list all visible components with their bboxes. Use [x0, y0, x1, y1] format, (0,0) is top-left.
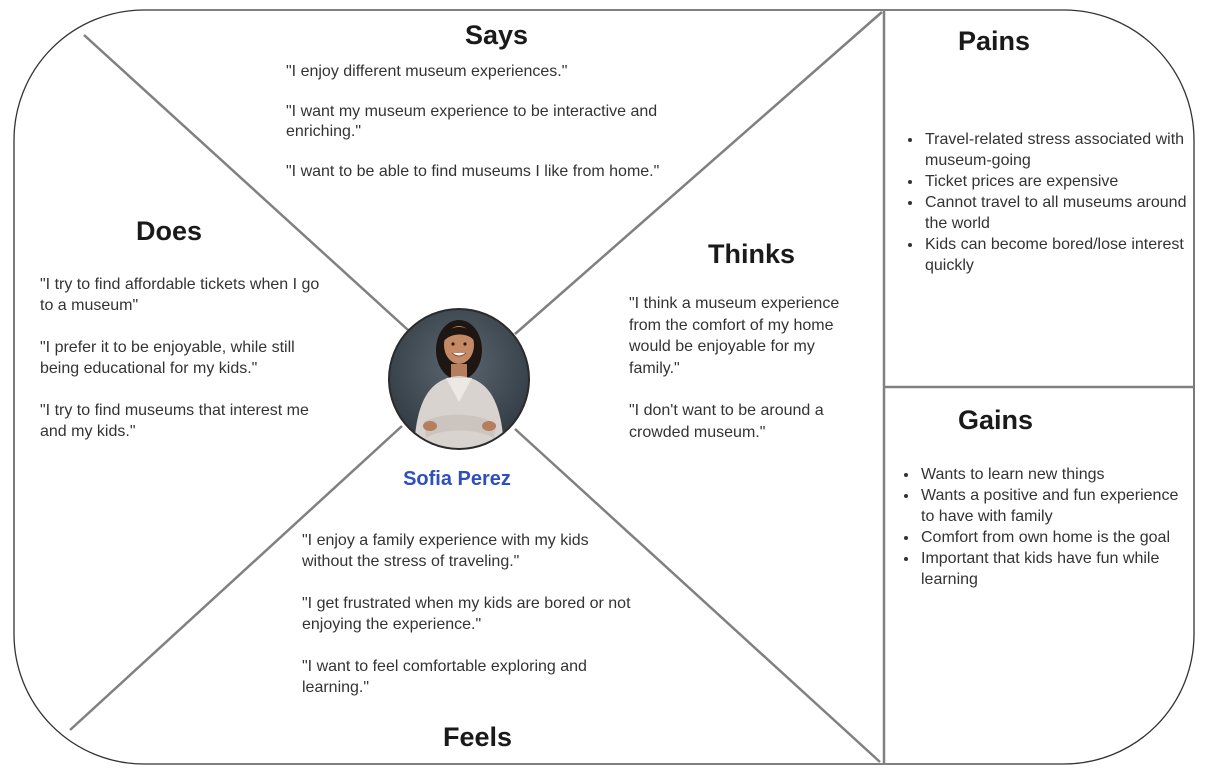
- list-item: Kids can become bored/lose interest quic…: [908, 234, 1195, 276]
- says-quote: "I want to be able to find museums I lik…: [286, 163, 660, 180]
- list-item: Comfort from own home is the goal: [904, 527, 1183, 548]
- says-quotes: "I enjoy different museum experiences." …: [286, 62, 686, 182]
- does-quote: "I prefer it to be enjoyable, while stil…: [40, 339, 295, 377]
- pains-list: Travel-related stress associated with mu…: [905, 129, 1195, 276]
- feels-quote: "I enjoy a family experience with my kid…: [302, 532, 589, 570]
- thinks-heading: Thinks: [708, 239, 796, 269]
- divider-thinks-feels: [514, 428, 881, 763]
- thinks-quote: "I don't want to be around a crowded mus…: [629, 402, 824, 441]
- does-quotes: "I try to find affordable tickets when I…: [40, 274, 328, 442]
- thinks-quotes: "I think a museum experience from the co…: [629, 293, 865, 443]
- says-quote: "I enjoy different museum experiences.": [286, 63, 568, 80]
- divider-says-thinks: [514, 11, 883, 335]
- feels-quotes: "I enjoy a family experience with my kid…: [302, 530, 634, 698]
- list-item: Wants a positive and fun experience to h…: [904, 485, 1183, 527]
- feels-heading: Feels: [443, 722, 513, 752]
- says-quote: "I want my museum experience to be inter…: [286, 103, 658, 140]
- thinks-quote: "I think a museum experience from the co…: [629, 295, 840, 377]
- woman-portrait-icon: [388, 308, 530, 450]
- does-quote: "I try to find affordable tickets when I…: [40, 276, 320, 314]
- gains-heading: Gains: [958, 405, 1034, 435]
- list-item: Important that kids have fun while learn…: [904, 548, 1183, 590]
- list-item: Cannot travel to all museums around the …: [908, 192, 1195, 234]
- persona-name: Sofia Perez: [403, 468, 511, 490]
- pains-heading: Pains: [958, 26, 1031, 56]
- divider-says-does: [83, 34, 409, 331]
- list-item: Ticket prices are expensive: [908, 171, 1195, 192]
- says-heading: Says: [465, 20, 529, 50]
- list-item: Travel-related stress associated with mu…: [908, 129, 1195, 171]
- feels-quote: "I get frustrated when my kids are bored…: [302, 595, 631, 633]
- gains-list: Wants to learn new things Wants a positi…: [901, 464, 1183, 590]
- list-item: Wants to learn new things: [904, 464, 1183, 485]
- does-quote: "I try to find museums that interest me …: [40, 402, 309, 440]
- divider-does-feels: [69, 425, 403, 731]
- does-heading: Does: [136, 216, 203, 246]
- feels-quote: "I want to feel comfortable exploring an…: [302, 658, 587, 696]
